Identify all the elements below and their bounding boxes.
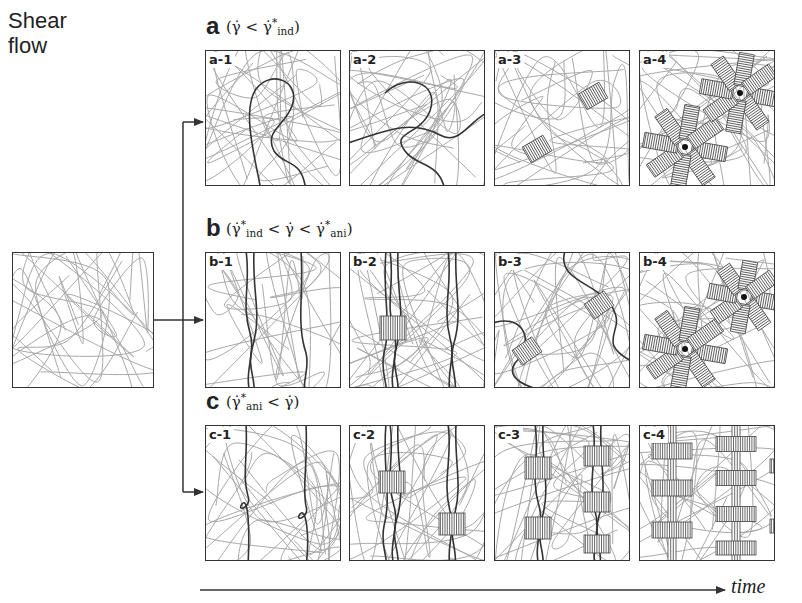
stage-panel: a-3 (494, 50, 630, 186)
panel-label: c-2 (352, 427, 378, 443)
polymer-illustration (640, 253, 775, 388)
panel-label: c-3 (497, 427, 523, 443)
shear-condition: (γ̇*ani < γ̇) (226, 393, 299, 411)
figure-heading: Shear flow (8, 8, 88, 59)
panel-label: b-4 (642, 254, 670, 270)
stage-panel: a-1 (205, 50, 341, 186)
stage-panel: b-2 (349, 252, 485, 388)
shear-condition: (γ̇*ind < γ̇ < γ̇*ani) (226, 220, 353, 238)
polymer-illustration (350, 51, 485, 186)
stage-panel: c-4 (639, 425, 775, 561)
polymer-illustration (350, 253, 485, 388)
stage-panel: b-3 (494, 252, 630, 388)
panel-label: a-3 (497, 52, 524, 68)
stage-panel: a-4 (639, 50, 775, 186)
polymer-illustration (495, 426, 630, 561)
panel-label: a-1 (208, 52, 235, 68)
panel-label: b-3 (497, 254, 525, 270)
panel-label: b-2 (352, 254, 380, 270)
stage-panel: c-2 (349, 425, 485, 561)
stage-panel: b-1 (205, 252, 341, 388)
panel-label: a-2 (352, 52, 379, 68)
row-letter: c (206, 387, 219, 415)
panel-label: a-4 (642, 52, 669, 68)
row-letter: a (206, 12, 219, 40)
row-letter: b (206, 214, 221, 242)
shear-condition: (γ̇ < γ̇*ind) (226, 18, 300, 36)
stage-panel: c-3 (494, 425, 630, 561)
stage-panel: a-2 (349, 50, 485, 186)
polymer-illustration (206, 253, 341, 388)
stage-panel: c-1 (205, 425, 341, 561)
polymer-illustration (495, 253, 630, 388)
polymer-illustration (206, 51, 341, 186)
polymer-illustration (640, 51, 775, 186)
stage-panel: b-4 (639, 252, 775, 388)
polymer-illustration (495, 51, 630, 186)
panel-label: c-4 (642, 427, 668, 443)
polymer-illustration (350, 426, 485, 561)
time-axis-label: time (731, 575, 765, 598)
panel-label: b-1 (208, 254, 236, 270)
polymer-illustration (206, 426, 341, 561)
initial-panel (12, 252, 154, 388)
polymer-illustration (640, 426, 775, 561)
panel-label: c-1 (208, 427, 234, 443)
polymer-illustration (13, 253, 154, 388)
